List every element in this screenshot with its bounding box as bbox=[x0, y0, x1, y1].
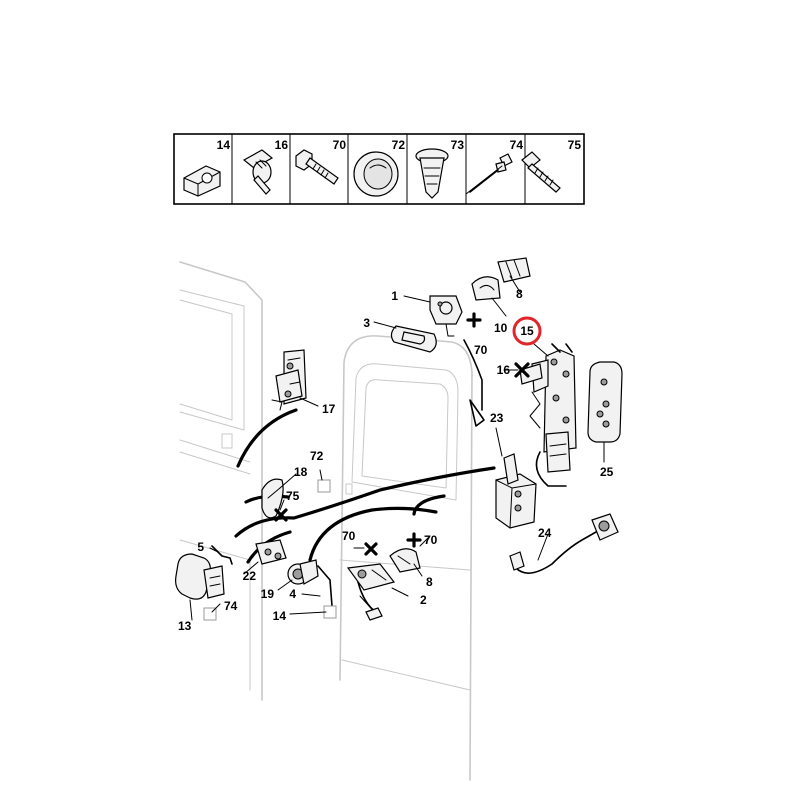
lock-mechanism-15 bbox=[519, 343, 577, 487]
wiring-harness-24 bbox=[509, 513, 619, 574]
self-tapping-screw-icon bbox=[521, 151, 561, 193]
callout-15: 15 bbox=[520, 324, 534, 338]
legend-number: 73 bbox=[451, 138, 465, 152]
callout-70-right: 70 bbox=[424, 533, 438, 547]
interior-handle-3 bbox=[390, 325, 437, 353]
callout-8-lower: 8 bbox=[426, 575, 433, 589]
callout-19: 19 bbox=[261, 587, 275, 601]
lock-actuator-23 bbox=[495, 453, 537, 529]
cable-clip-icon bbox=[183, 165, 221, 197]
callout-13: 13 bbox=[178, 619, 192, 633]
callout-17: 17 bbox=[322, 402, 336, 416]
legend-number: 14 bbox=[217, 138, 231, 152]
hinge-bracket-17 bbox=[271, 349, 307, 411]
grommet-position-72 bbox=[317, 479, 331, 493]
callout-70-top: 70 bbox=[474, 343, 488, 357]
callout-23: 23 bbox=[490, 411, 504, 425]
callout-14: 14 bbox=[273, 609, 287, 623]
callout-70-left: 70 bbox=[342, 529, 356, 543]
left-rear-door bbox=[179, 261, 263, 701]
callout-16: 16 bbox=[497, 363, 511, 377]
grommet-plug-icon bbox=[353, 151, 399, 197]
lower-link-rod bbox=[234, 466, 496, 538]
pin-5 bbox=[211, 545, 233, 565]
lower-latch-2 bbox=[346, 563, 396, 621]
callout-2: 2 bbox=[420, 593, 427, 607]
legend-number: 74 bbox=[510, 138, 524, 152]
callout-75: 75 bbox=[286, 489, 300, 503]
rivet-pin-icon bbox=[465, 153, 513, 195]
legend-number: 72 bbox=[392, 138, 406, 152]
callout-10: 10 bbox=[494, 321, 508, 335]
leader-lines bbox=[189, 275, 605, 621]
screw-cross-75 bbox=[274, 508, 288, 522]
callout-1: 1 bbox=[391, 289, 398, 303]
bracket-22 bbox=[255, 539, 287, 565]
callout-22: 22 bbox=[243, 569, 257, 583]
screw-crosses bbox=[274, 312, 482, 556]
flap-13 bbox=[175, 553, 225, 600]
highlight-circle bbox=[512, 316, 542, 346]
shoulder-bolt-icon bbox=[242, 149, 274, 195]
lever-18 bbox=[261, 478, 284, 519]
callout-4: 4 bbox=[289, 587, 296, 601]
release-cable bbox=[463, 339, 483, 411]
bump-stop-8-10 bbox=[471, 257, 531, 301]
legend-number: 16 bbox=[275, 138, 289, 152]
hex-bolt-icon bbox=[295, 149, 339, 185]
callout-5: 5 bbox=[197, 540, 204, 554]
lock-cylinder-19 bbox=[287, 559, 319, 585]
screw-cross-70 bbox=[364, 542, 378, 556]
callout-18: 18 bbox=[294, 465, 308, 479]
callout-25: 25 bbox=[600, 465, 614, 479]
expansion-nut-icon bbox=[415, 148, 449, 199]
callout-3: 3 bbox=[363, 316, 370, 330]
callout-labels: 1 2 3 4 5 8 8 10 13 14 15 16 17 18 19 22… bbox=[178, 287, 614, 633]
legend-number: 75 bbox=[568, 138, 582, 152]
callout-72: 72 bbox=[310, 449, 324, 463]
callout-8-upper: 8 bbox=[516, 287, 523, 301]
stud-cross-16 bbox=[514, 362, 530, 378]
callout-74: 74 bbox=[224, 599, 238, 613]
fastener-legend: 14 16 70 72 73 74 75 bbox=[173, 133, 585, 205]
handle-bracket-1 bbox=[429, 295, 463, 337]
plus-70-top bbox=[466, 312, 482, 328]
upper-link-rod bbox=[236, 408, 298, 468]
callout-24: 24 bbox=[538, 526, 552, 540]
lower-striker-8 bbox=[389, 548, 421, 573]
lock-cover-plate-25 bbox=[587, 361, 623, 443]
clip-position-14 bbox=[317, 565, 337, 619]
legend-number: 70 bbox=[333, 138, 347, 152]
plus-70-right bbox=[406, 532, 422, 548]
